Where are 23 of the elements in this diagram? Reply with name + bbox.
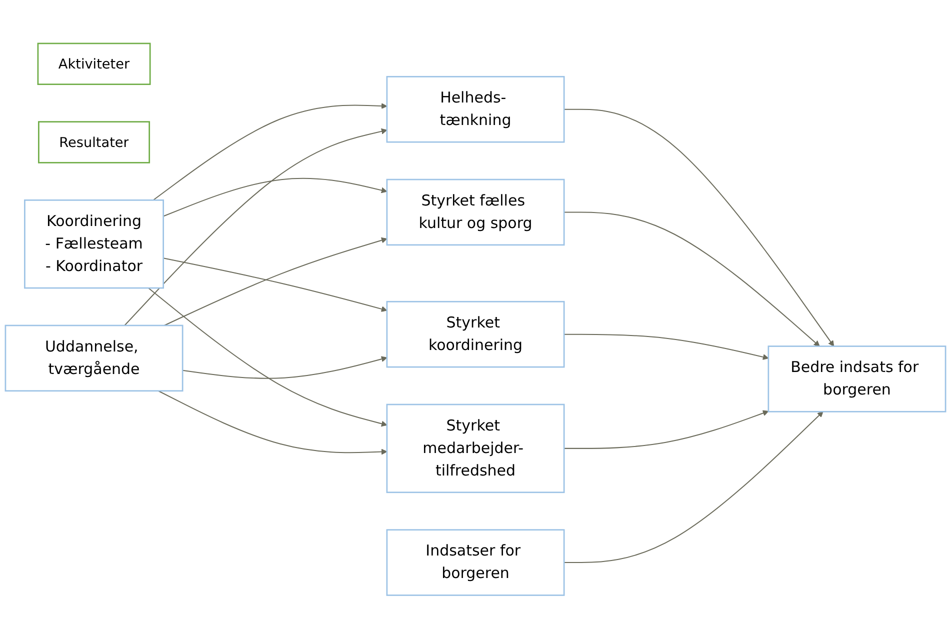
arrow [564, 211, 820, 346]
arrow [124, 128, 388, 326]
node-box: Styrket koordinering [386, 300, 565, 368]
node-box: Styrket fælles kultur og sporg [386, 178, 565, 246]
arrow [564, 411, 824, 563]
arrow [564, 333, 769, 360]
node-box: Aktiviteter [37, 42, 151, 85]
arrow [163, 178, 388, 216]
arrow [148, 287, 388, 426]
node-box: Styrket medarbejder- tilfredshed [386, 403, 565, 493]
arrow [164, 237, 388, 326]
node-box: Resultater [38, 120, 150, 163]
node-box: Uddannelse, tværgående [4, 324, 184, 392]
node-box: Helheds- tænkning [386, 76, 565, 142]
node-box: Bedre indsats for borgeren [768, 345, 946, 412]
node-box: Koordinering - Fællesteam - Koordinator [24, 199, 164, 288]
arrow [158, 390, 388, 454]
arrow [163, 257, 388, 312]
arrow [182, 356, 388, 378]
arrow [564, 108, 834, 346]
node-box: Indsatser for borgeren [386, 528, 565, 596]
arrow [564, 410, 769, 449]
arrow [152, 102, 388, 200]
